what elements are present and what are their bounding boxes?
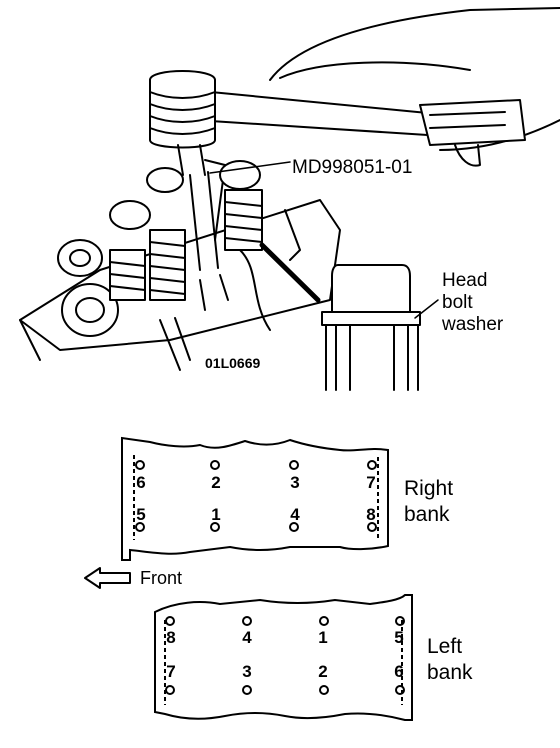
front-arrow-icon [84, 567, 131, 589]
bolt-number: 3 [290, 473, 300, 492]
bolt-number: 4 [242, 628, 252, 647]
bolt-number: 7 [166, 662, 176, 681]
figure-code: 01L0669 [205, 355, 261, 371]
tool-label: MD998051-01 [292, 157, 413, 178]
left-bank-gasket-outline [154, 594, 413, 721]
right-bank-label: Right bank [404, 476, 453, 528]
bolt-number: 8 [366, 505, 376, 524]
bolt-number: 4 [290, 505, 300, 524]
left-bank-label: Left bank [427, 634, 473, 686]
right-bank-label-line1: Right [404, 477, 454, 500]
washer-label-line1: Head [442, 270, 488, 291]
bolt-number: 6 [136, 473, 146, 492]
right-bank-label-line2: bank [404, 503, 450, 526]
washer-label-line2: bolt [442, 292, 473, 313]
washer-label: Head bolt washer [442, 270, 503, 336]
bolt-number: 8 [166, 628, 176, 647]
bolt-number: 1 [318, 628, 328, 647]
bolt-number: 5 [394, 628, 404, 647]
bolt-number: 3 [242, 662, 252, 681]
front-label: Front [140, 568, 183, 588]
right-bank-gasket-outline [121, 436, 389, 561]
bolt-number: 5 [136, 505, 146, 524]
bolt-number: 2 [211, 473, 221, 492]
bolt-number: 7 [366, 473, 376, 492]
bolt-number: 2 [318, 662, 328, 681]
left-bank-label-line2: bank [427, 661, 473, 684]
bolt-number: 6 [394, 662, 404, 681]
left-bank-label-line1: Left [427, 635, 463, 658]
washer-label-line3: washer [442, 314, 504, 335]
bolt-number: 1 [211, 505, 221, 524]
